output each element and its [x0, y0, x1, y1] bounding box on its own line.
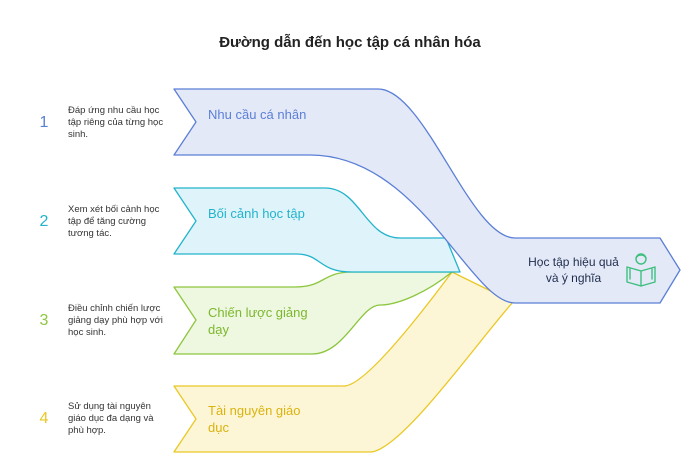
band-label-2: Bối cảnh học tập: [208, 206, 305, 221]
reading-student-icon: [626, 253, 656, 287]
band-label-3: Chiến lược giảng dạy: [208, 305, 308, 337]
step-description-4: Sử dụng tài nguyên giáo dục đa dạng và p…: [68, 401, 154, 436]
band-label-4: Tài nguyên giáo dục: [208, 403, 301, 435]
step-number-3: 3: [39, 312, 49, 329]
step-description-3: Điều chỉnh chiến lược giảng dạy phù hợp …: [68, 303, 163, 338]
step-description-2: Xem xét bối cảnh học tập để tăng cường t…: [68, 204, 160, 239]
step-number-4: 4: [39, 410, 49, 427]
flow-band-3: [173, 271, 453, 355]
step-description-1: Đáp ứng nhu cầu học tập riêng của từng h…: [68, 105, 164, 140]
flow-band-2: [173, 187, 461, 273]
flow-band-4: [173, 271, 514, 453]
flow-band-1: [173, 88, 681, 304]
result-label: Học tập hiệu quả và ý nghĩa: [528, 255, 619, 285]
step-number-2: 2: [39, 213, 49, 230]
step-number-1: 1: [39, 114, 49, 131]
band-label-1: Nhu cầu cá nhân: [208, 107, 307, 122]
diagram-title: Đường dẫn đến học tập cá nhân hóa: [219, 34, 481, 51]
